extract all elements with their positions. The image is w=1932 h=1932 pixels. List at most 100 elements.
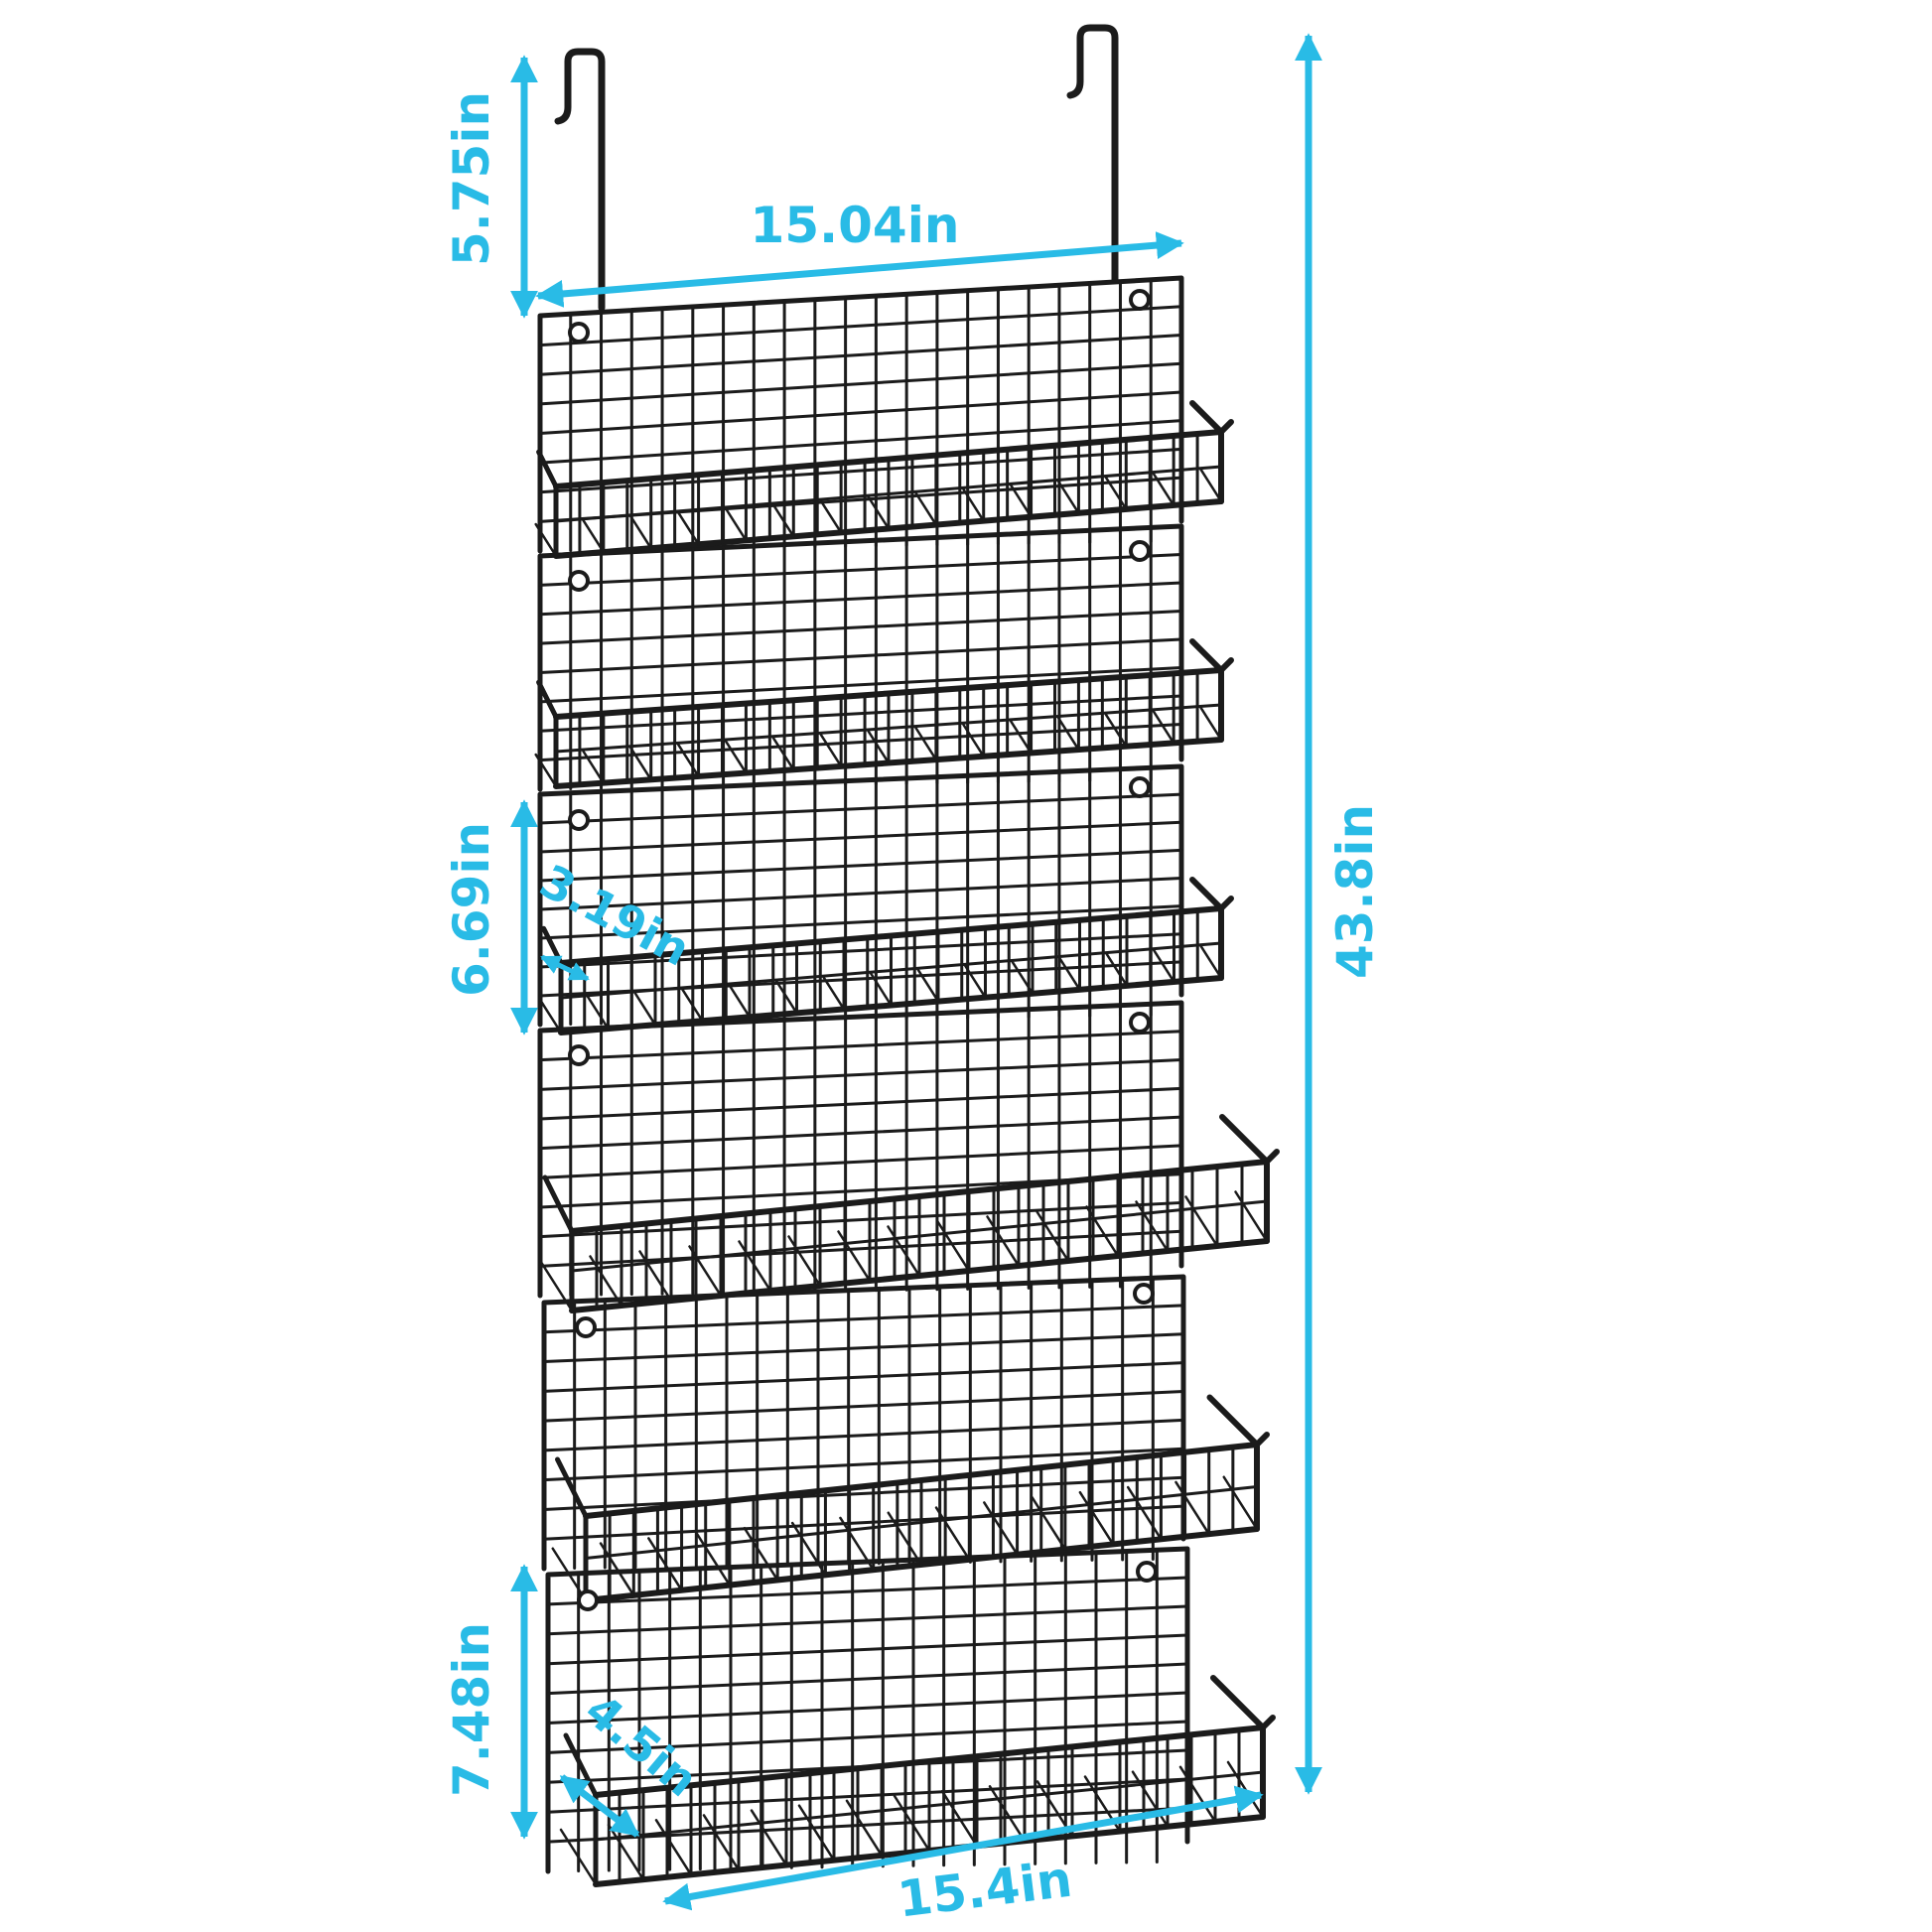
shelf-side (542, 1174, 575, 1313)
bolt (568, 322, 590, 344)
mounting-bolts (568, 289, 1158, 1611)
shelf-floor-wire (677, 511, 700, 546)
horizontal-wire (538, 1115, 1183, 1151)
horizontal-wire (538, 447, 1183, 494)
shelf-floor-wire (790, 1521, 827, 1577)
shelf-floor-wire (916, 968, 940, 1003)
bolt (1133, 1283, 1155, 1305)
shelf-floor-wire (534, 753, 558, 788)
horizontal-wire (538, 694, 1183, 733)
horizontal-wire (538, 333, 1183, 376)
horizontal-wire (542, 1304, 1185, 1334)
bolt (568, 570, 590, 592)
shelf-side (1206, 1394, 1270, 1532)
shelf-side (1219, 1114, 1280, 1244)
horizontal-wire (538, 581, 1183, 617)
bottom-height-label: 7.48in (443, 1622, 500, 1797)
horizontal-wire (538, 390, 1183, 435)
horizontal-wire (538, 904, 1183, 940)
shelf-floor-wire (914, 726, 938, 761)
shelf-floor-wire (582, 518, 606, 554)
shelf-floor-wire (582, 750, 606, 784)
bolt (1129, 1012, 1151, 1034)
shelf-floor-wire (688, 1245, 723, 1298)
shelf-floor-wire (771, 503, 795, 538)
shelf-floor-wire (629, 747, 652, 781)
horizontal-wire (538, 1144, 1183, 1179)
shelf-floor-wire (1056, 716, 1080, 752)
shelf-floor-wire (962, 723, 985, 759)
shelf-floor-wire (1152, 710, 1175, 745)
shelf-floor-wire (819, 733, 843, 768)
hook-height-label: 5.75in (443, 91, 500, 266)
shelf-floor-wire (680, 988, 704, 1023)
right-hook (1066, 24, 1119, 284)
horizontal-wire (546, 1604, 1189, 1636)
shelf-floor-wire (539, 999, 563, 1035)
top-width-label: 15.04in (751, 197, 960, 254)
shelf-floor-wire (534, 522, 558, 558)
shelf-floor-wire (1011, 960, 1035, 995)
shelf-floor-wire (638, 1250, 673, 1303)
shelf-floor-wire (837, 1230, 872, 1283)
top-width-arrow (535, 231, 1184, 308)
shelf-floor-wire (983, 1501, 1019, 1556)
shelf-side (1189, 638, 1234, 743)
horizontal-wire (546, 1576, 1189, 1606)
horizontal-wire (538, 848, 1183, 883)
shelf-floor-wire (839, 1516, 875, 1572)
shelf-floor-wire (1126, 1485, 1163, 1541)
basket-shelf (539, 877, 1234, 1035)
shelf-floor-wire (1010, 483, 1033, 518)
horizontal-wire (538, 877, 1183, 911)
basket-shelf (551, 1394, 1270, 1603)
shelf-floor-wire (867, 730, 891, 764)
horizontal-wire (546, 1633, 1189, 1666)
horizontal-wire (542, 1447, 1185, 1482)
shelf-floor-wire (695, 1532, 732, 1587)
large-depth-arrow (559, 1774, 640, 1838)
shelf-side (536, 449, 559, 559)
shelf-floor-wire (774, 980, 798, 1015)
bolt (568, 1044, 590, 1066)
horizontal-wire (538, 722, 1183, 762)
shelf-floor-wire (1184, 1195, 1219, 1248)
shelf-floor-wire (887, 1511, 923, 1567)
shelf-floor-wire (1222, 1475, 1259, 1531)
shelf-floor-wire (962, 487, 985, 522)
basket-shelf (534, 400, 1234, 559)
horizontal-wire (542, 1504, 1185, 1541)
horizontal-wire (538, 665, 1183, 704)
shelf-floor-wire (589, 1255, 623, 1308)
bolt (1129, 289, 1151, 311)
horizontal-wire (546, 1691, 1189, 1725)
shelf-floor-wire (724, 507, 748, 542)
shelf-floor-wire (1035, 1210, 1070, 1263)
shelf-floor-wire (559, 1828, 598, 1886)
shelf-floor-wire (1152, 472, 1175, 507)
horizontal-wire (538, 609, 1183, 645)
shelf-floor-wire (787, 1235, 822, 1288)
shelf-floor-wire (1234, 1190, 1269, 1243)
horizontal-wire (542, 1332, 1185, 1364)
shelf-floor-wire (586, 995, 610, 1031)
horizontal-wire (538, 637, 1183, 674)
grid-panel (541, 1274, 1186, 1572)
horizontal-wire (538, 1030, 1183, 1062)
shelf-floor-wire (1226, 1760, 1265, 1819)
shelf-floor-wire (986, 1215, 1021, 1268)
shelf-floor-wire (1199, 944, 1223, 980)
shelf-floor-wire (599, 1542, 635, 1597)
shelf-floor-wire (1085, 1205, 1120, 1258)
shelf-floor-wire (771, 737, 795, 771)
horizontal-wire (542, 1475, 1185, 1511)
shelf-side (536, 679, 559, 789)
horizontal-wire (546, 1720, 1189, 1754)
shelf-floor-wire (1031, 1496, 1067, 1551)
shelf-floor-wire (1057, 956, 1081, 992)
horizontal-wire (538, 361, 1183, 406)
horizontal-wire (546, 1662, 1189, 1696)
shelf-floor-wire (936, 1220, 971, 1273)
panel-frame (537, 1000, 1184, 1299)
